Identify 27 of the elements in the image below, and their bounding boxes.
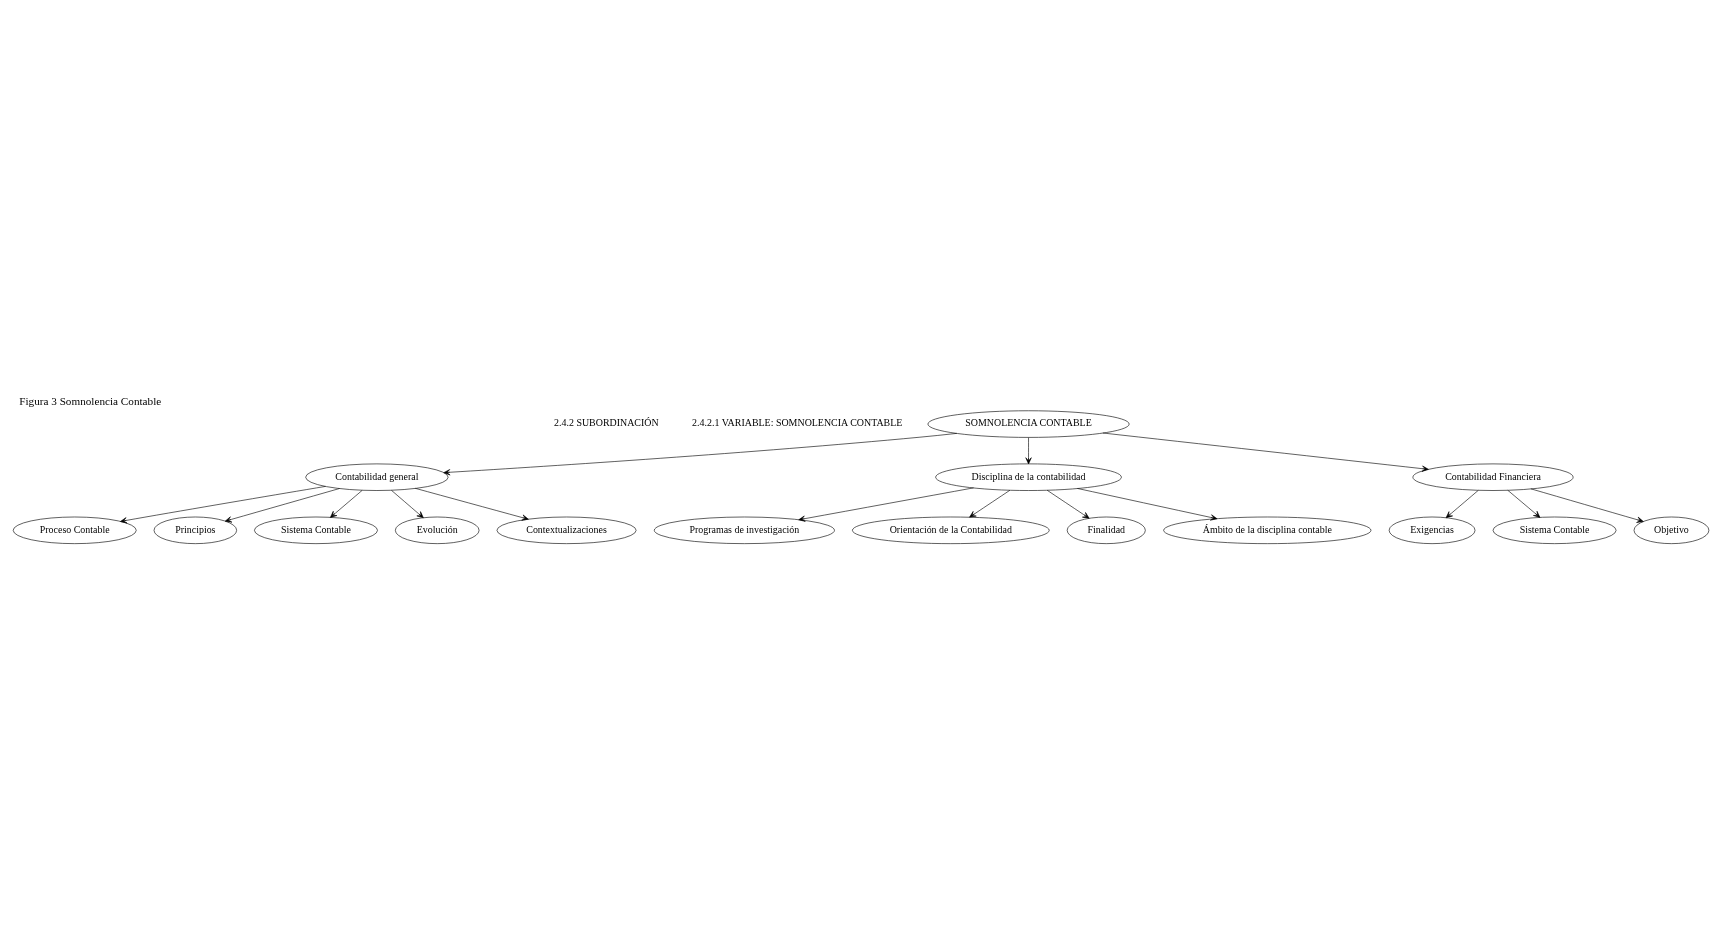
arrow bbox=[1077, 487, 1218, 520]
diagram-title: Figura 3 Somnolencia Contable bbox=[19, 394, 162, 407]
node-ellipse: Ámbito de la disciplina contable bbox=[1163, 516, 1372, 544]
arrow bbox=[120, 485, 326, 523]
arrow bbox=[443, 432, 958, 475]
arrow bbox=[1507, 489, 1541, 518]
arrow bbox=[330, 489, 363, 518]
arrow bbox=[414, 487, 529, 521]
arrow bbox=[969, 489, 1011, 517]
node-ellipse: Orientación de la Contabilidad bbox=[852, 516, 1050, 544]
arrow bbox=[1046, 489, 1090, 519]
arrow bbox=[798, 487, 974, 522]
arrow bbox=[1445, 489, 1479, 518]
node-ellipse: SOMNOLENCIA CONTABLE bbox=[927, 409, 1130, 438]
node-ellipse: Sistema Contable bbox=[254, 516, 378, 544]
arrow bbox=[391, 489, 424, 518]
node-ellipse: Evolución bbox=[395, 516, 480, 544]
arrow bbox=[1530, 488, 1644, 523]
arrow bbox=[224, 487, 340, 522]
node-ellipse: Disciplina de la contabilidad bbox=[935, 463, 1122, 491]
node-ellipse: Sistema Contable bbox=[1492, 516, 1617, 544]
node-ellipse: Exigencias bbox=[1388, 516, 1476, 544]
arrow bbox=[1025, 436, 1032, 464]
label: 2.4.2 SUBORDINACIÓN bbox=[554, 416, 659, 428]
arrow bbox=[1102, 432, 1429, 472]
node-ellipse: Finalidad bbox=[1066, 516, 1146, 544]
label: 2.4.2.1 VARIABLE: SOMNOLENCIA CONTABLE bbox=[692, 416, 903, 428]
